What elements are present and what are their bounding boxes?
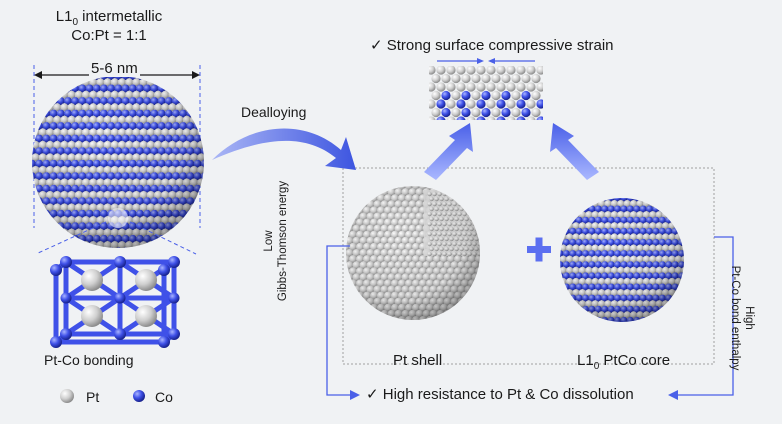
intermetallic-title: L10 intermetallic (34, 8, 184, 28)
shell-label: Pt shell (393, 352, 442, 369)
strain-label: ✓ Strong surface compressive strain (370, 36, 614, 54)
core-to-strain-arrow (550, 123, 599, 180)
composition-label: Co:Pt = 1:1 (34, 27, 184, 44)
dealloying-arrow (212, 128, 356, 170)
shell-to-strain-arrow (424, 123, 473, 180)
size-label: 5-6 nm (89, 60, 140, 77)
legend-pt-label: Pt (86, 389, 99, 405)
legend-pt-dot (60, 389, 74, 403)
dealloying-label: Dealloying (241, 104, 306, 120)
pt-co-bonding-lattice (50, 256, 180, 348)
legend-co-label: Co (155, 389, 173, 405)
resistance-label: ✓ High resistance to Pt & Co dissolution (366, 385, 634, 403)
legend-co-dot (133, 390, 145, 402)
core-label: L10 PtCo core (577, 352, 670, 372)
compressed-lattice (426, 65, 545, 125)
bonding-label: Pt-Co bonding (44, 352, 134, 368)
